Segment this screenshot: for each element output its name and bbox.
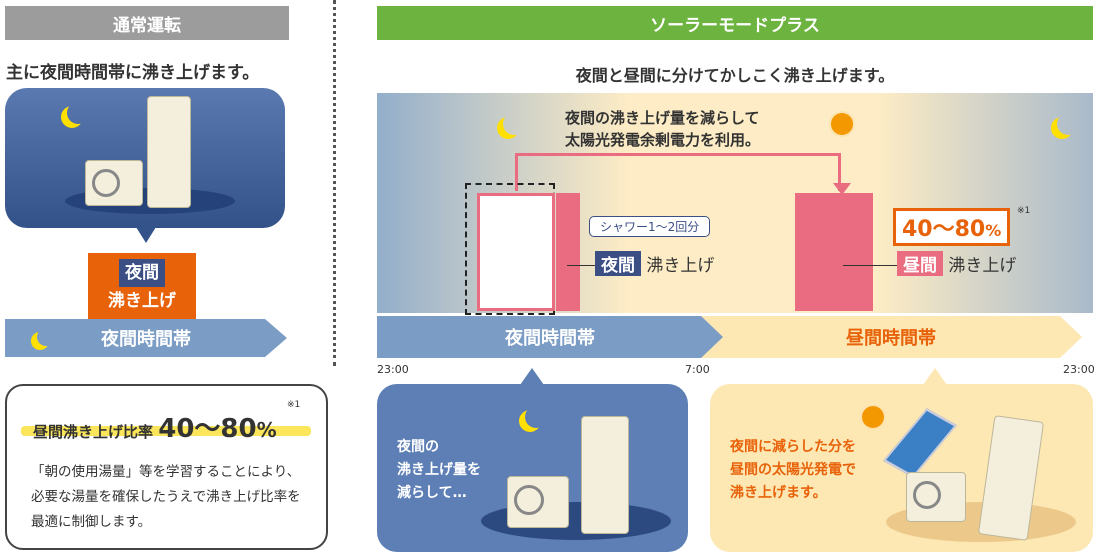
time-label: 23:00 [1063,363,1095,376]
night-tag: 夜間 [119,259,165,287]
day-illustration-panel: 夜間に減らした分を 昼間の太陽光発電で 沸き上げます。 [710,384,1093,552]
time-label: 23:00 [377,363,409,376]
solar-mode-header: ソーラーモードプラス [377,6,1093,40]
ratio-description: 「朝の使用湯量」等を学習することにより、必要な湯量を確保したうえで沸き上げ比率を… [31,464,301,530]
night-time-band: 夜間時間帯 [377,316,723,358]
reduced-night-volume [477,193,555,311]
shower-bubble: シャワー1〜2回分 [589,216,711,237]
moon-icon [67,102,89,124]
ratio-note-box: 昼間沸き上げ比率 40〜80% ※1 「朝の使用湯量」等を学習することにより、必… [5,384,328,550]
moon-icon [525,406,547,428]
day-ratio-badge: 40〜80% [893,208,1011,246]
ratio-title: 昼間沸き上げ比率 [33,423,154,441]
day-heating-bar [795,193,873,311]
sun-icon [862,406,884,428]
normal-mode-heading: 主に夜間時間帯に沸き上げます。 [6,63,260,83]
heat-pump-unit [507,476,569,528]
night-illustration-panel: 夜間の 沸き上げ量を 減らして… [377,384,688,552]
schedule-panel: 夜間の沸き上げ量を減らして太陽光発電余剰電力を利用。 シャワー1〜2回分 夜間 … [377,93,1093,315]
night-time-band: 夜間時間帯 [5,319,287,357]
night-heating-label: 沸き上げ [646,256,715,276]
day-heating-label: 沸き上げ [948,256,1017,276]
night-panel-text: 夜間の 沸き上げ量を 減らして… [397,439,481,501]
divider [333,0,336,366]
heating-label: 沸き上げ [108,291,176,311]
ratio-value: 40〜80 [158,414,257,444]
day-time-band: 昼間時間帯 [700,316,1082,358]
footnote-mark: ※1 [287,400,301,410]
callout-text: 夜間の沸き上げ量を減らして太陽光発電余剰電力を利用。 [565,109,761,149]
night-heating-bar [556,193,580,311]
sun-icon [831,113,853,135]
moon-icon [1057,113,1079,135]
day-tag: 昼間 [897,251,943,276]
night-tag: 夜間 [595,251,641,276]
normal-mode-header: 通常運転 [5,6,289,40]
heat-pump-unit [906,472,966,522]
night-heating-box: 夜間 沸き上げ [88,253,196,319]
solar-panel-icon [883,408,957,478]
water-tank-unit [147,96,191,208]
heat-pump-unit [85,160,143,206]
solar-mode-heading: 夜間と昼間に分けてかしこく沸き上げます。 [575,66,895,85]
water-tank-unit [581,416,629,534]
day-panel-text: 夜間に減らした分を 昼間の太陽光発電で 沸き上げます。 [730,439,856,501]
moon-icon [503,113,525,135]
transfer-arrow [515,153,841,191]
time-label: 7:00 [685,363,710,376]
night-scene [5,88,285,228]
